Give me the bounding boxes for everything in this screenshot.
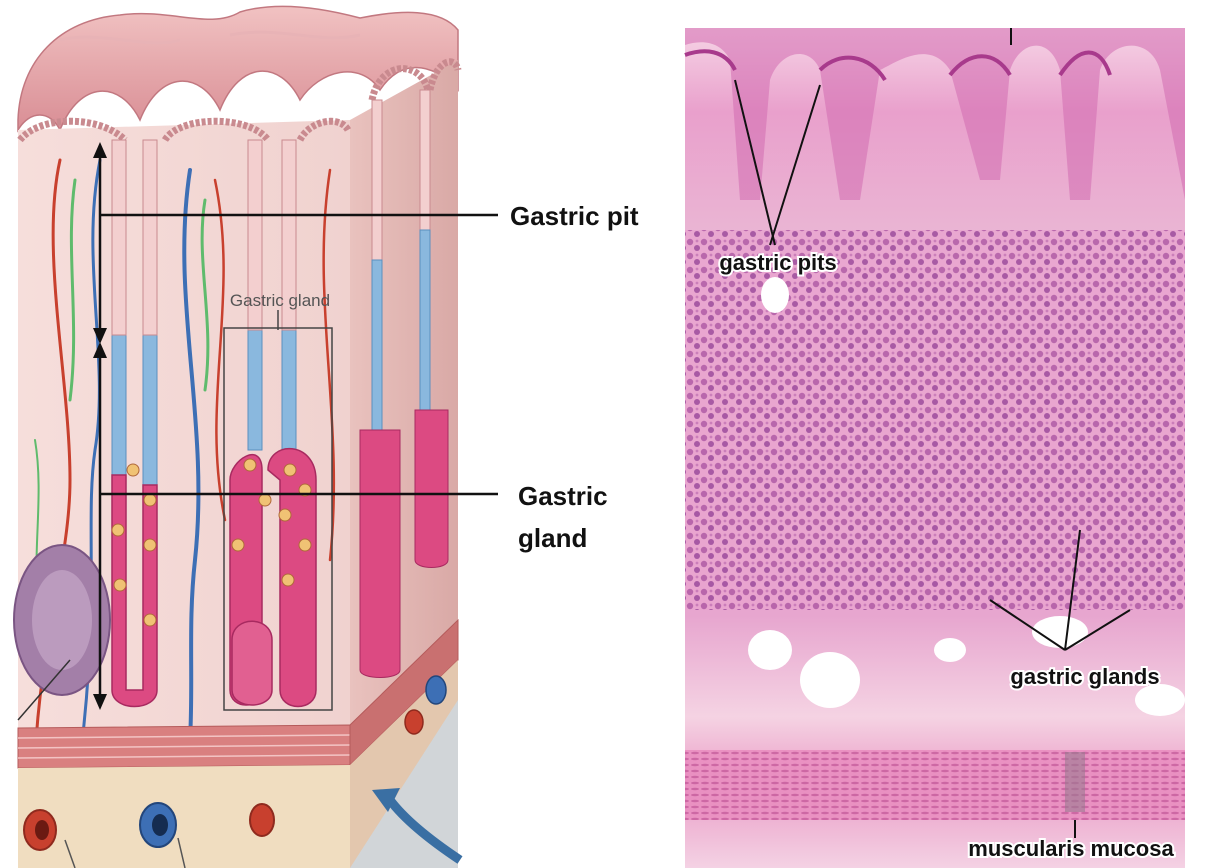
histology-micrograph: [685, 28, 1185, 868]
gastric-pits-label: gastric pits: [719, 250, 836, 275]
gastric-gland-label-line2: gland: [518, 523, 587, 553]
inset-label: Gastric gland: [230, 291, 330, 310]
stomach-wall-illustration: Gastric gland: [14, 6, 498, 868]
gland-zone: [685, 230, 1185, 610]
gastric-gland-label-line1: Gastric: [518, 481, 608, 511]
muscularis-mucosa-label: muscularis mucosa: [968, 836, 1174, 861]
gastric-glands-label: gastric glands: [1010, 664, 1159, 689]
scale-marker: [1065, 752, 1085, 812]
muscularis-band: [685, 750, 1185, 820]
gastric-pit-label: Gastric pit: [510, 201, 639, 231]
submucosa: [18, 765, 350, 868]
